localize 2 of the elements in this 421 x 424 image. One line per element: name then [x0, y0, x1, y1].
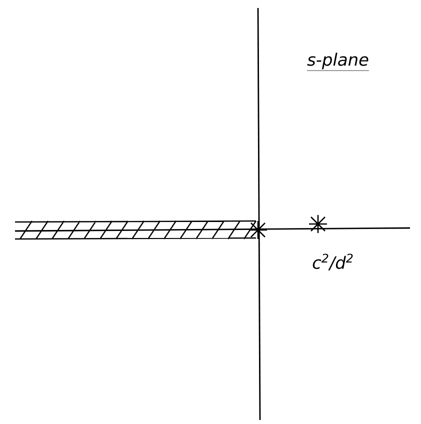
pole-label: c$^{2}$/d$^{2}$ [312, 254, 353, 270]
plane-title: s-plane [306, 52, 370, 71]
